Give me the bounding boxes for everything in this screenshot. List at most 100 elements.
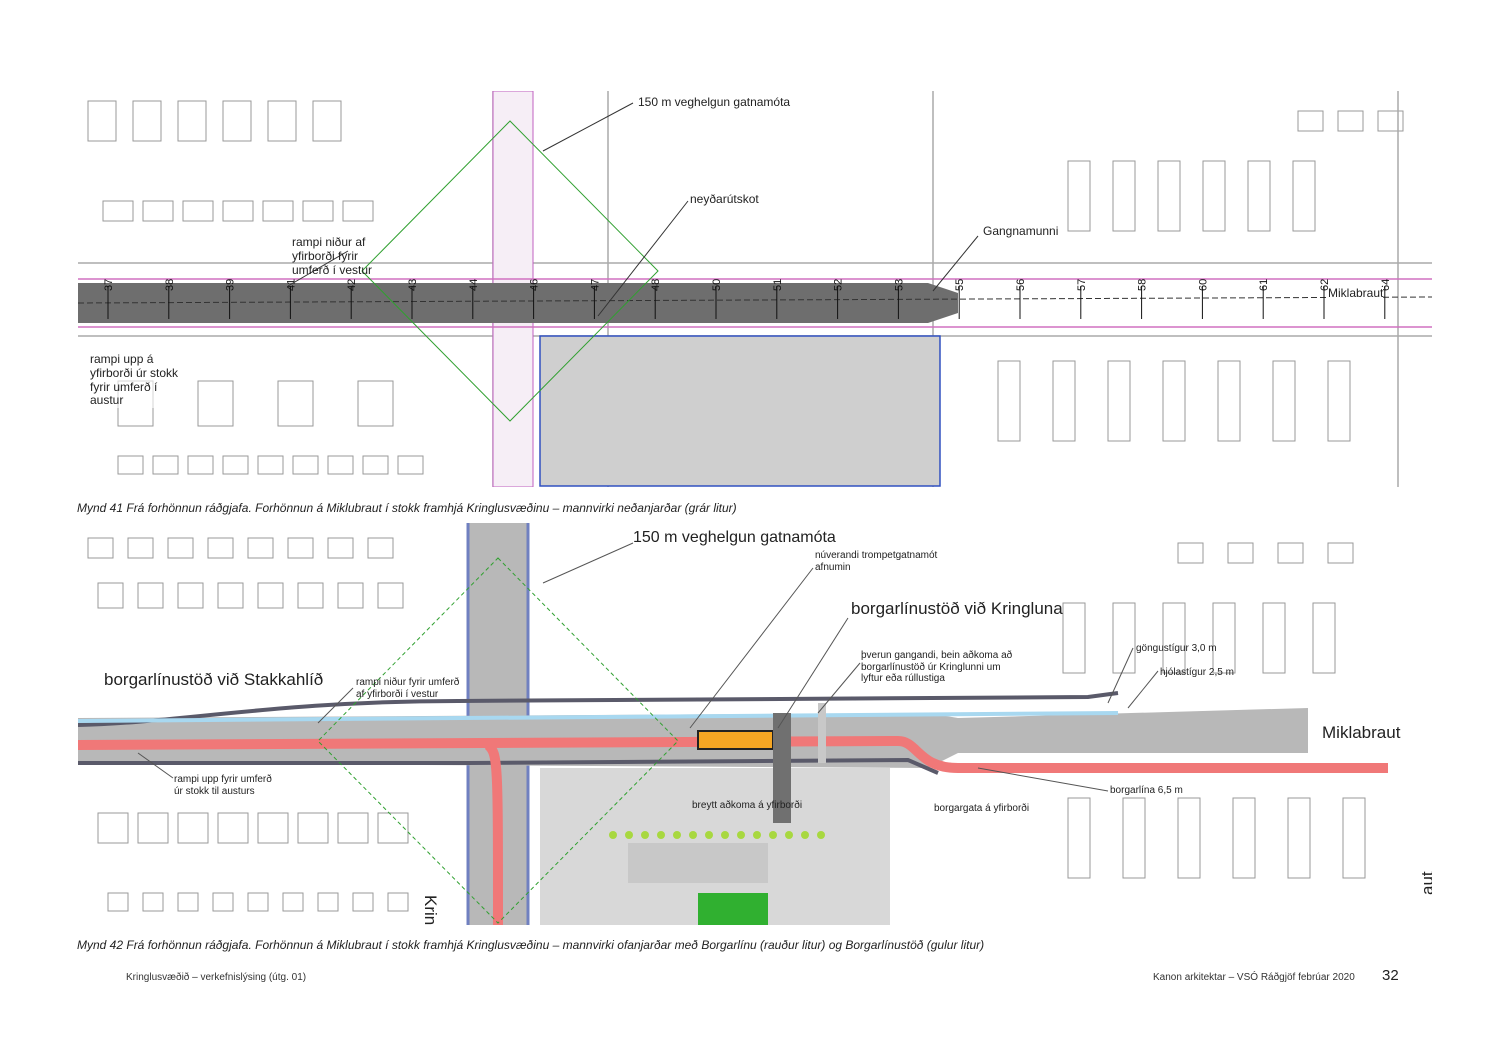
figure-42-caption: Mynd 42 Frá forhönnun ráðgjafa. Forhönnu… <box>77 938 985 952</box>
station-label: 48 <box>650 279 662 291</box>
kringlan-building-underground <box>540 336 940 486</box>
footpath-north <box>78 691 1119 727</box>
station-label: 56 <box>1015 279 1027 291</box>
figure-42-map: 150 m veghelgun gatnamóta núverandi trom… <box>78 523 1432 925</box>
station-label: 53 <box>893 279 905 291</box>
building-outline <box>337 812 369 844</box>
building-outline <box>1297 110 1324 132</box>
building-outline <box>1327 542 1354 564</box>
station-label: 38 <box>164 279 176 291</box>
building-outline <box>377 812 409 844</box>
building-outline <box>127 537 154 559</box>
building-outline <box>1177 542 1204 564</box>
kringlan-outline <box>539 335 941 487</box>
building-outline <box>212 892 234 912</box>
building-outline <box>312 100 342 142</box>
building-outline <box>97 812 129 844</box>
label-footpath: göngustígur 3,0 m <box>1136 643 1217 654</box>
label-road: Miklabraut <box>1328 286 1384 301</box>
building-outline <box>1107 360 1131 442</box>
tree <box>753 831 761 839</box>
building-outline <box>97 582 124 609</box>
label-ramp-down: rampi niður fyrir umferð af yfirborði í … <box>356 677 460 700</box>
tree <box>641 831 649 839</box>
building-outline <box>1052 360 1076 442</box>
kringlan-annex <box>628 843 768 883</box>
building-outline <box>152 455 179 475</box>
leader-line <box>817 662 861 714</box>
leader-line <box>542 542 634 584</box>
borgarlina-station <box>697 730 774 750</box>
building-outline <box>277 380 314 427</box>
building-outline <box>387 892 409 912</box>
building-outline <box>117 455 144 475</box>
figure-41-caption: Mynd 41 Frá forhönnun ráðgjafa. Forhönnu… <box>77 501 737 515</box>
building-outline <box>997 360 1021 442</box>
footer-left: Kringlusvæðið – verkefnislýsing (útg. 01… <box>126 972 307 983</box>
building-outline <box>297 582 324 609</box>
station-label: 43 <box>407 279 419 291</box>
building-outline <box>1277 542 1304 564</box>
leader-line <box>287 250 349 287</box>
building-outline <box>1342 797 1366 879</box>
station-label: 58 <box>1137 279 1149 291</box>
station-label: 52 <box>833 279 845 291</box>
station-label: 50 <box>711 279 723 291</box>
building-outline <box>222 200 254 222</box>
station-label: 51 <box>772 279 784 291</box>
building-outline <box>1287 797 1311 879</box>
building-outline <box>1232 797 1256 879</box>
tree <box>721 831 729 839</box>
station-label: 44 <box>468 279 480 291</box>
building-outline <box>1217 360 1241 442</box>
tunnel-underground <box>78 283 958 323</box>
label-brt-width: borgarlína 6,5 m <box>1110 785 1183 796</box>
building-outline <box>217 582 244 609</box>
cycle-path-north <box>78 711 1119 723</box>
building-outline <box>1067 160 1091 232</box>
building-outline <box>222 100 252 142</box>
tree <box>801 831 809 839</box>
label-street-vertical: Kring <box>421 895 440 925</box>
building-outline <box>1122 797 1146 879</box>
page-number: 32 <box>1382 967 1399 984</box>
building-outline <box>357 380 394 427</box>
building-outline <box>247 537 274 559</box>
label-tunnel-mouth: Gangnamunni <box>983 224 1059 238</box>
tree <box>785 831 793 839</box>
leader-line <box>1127 670 1159 709</box>
leader-line <box>542 102 634 152</box>
building-outline <box>257 812 289 844</box>
building-outline <box>167 537 194 559</box>
label-station-stakkahlid: borgarlínustöð við Stakkahlíð <box>104 670 324 689</box>
building-outline <box>257 455 284 475</box>
building-outline <box>107 892 129 912</box>
building-outline <box>197 380 234 427</box>
tree <box>817 831 825 839</box>
building-outline <box>1162 602 1186 674</box>
station-label: 46 <box>529 279 541 291</box>
tree <box>769 831 777 839</box>
building-outline <box>287 537 314 559</box>
building-outline <box>137 582 164 609</box>
tree <box>625 831 633 839</box>
building-outline <box>352 892 374 912</box>
station-label: 37 <box>103 279 115 291</box>
station-label: 57 <box>1076 279 1088 291</box>
green-area <box>698 893 768 925</box>
building-outline <box>317 892 339 912</box>
centerline <box>78 296 1432 304</box>
leader-line <box>1107 647 1134 704</box>
building-outline <box>87 100 117 142</box>
building-outline <box>367 537 394 559</box>
building-outline <box>177 100 207 142</box>
elevator <box>818 703 826 763</box>
tree <box>689 831 697 839</box>
label-city-street: borgargata á yfirborði <box>934 803 1030 814</box>
building-outline <box>397 455 424 475</box>
leader-line <box>137 752 174 779</box>
building-outline <box>1262 602 1286 674</box>
building-outline <box>267 100 297 142</box>
label-ramp-down: rampi niður af yfirborði fyrir umferð í … <box>292 235 373 277</box>
